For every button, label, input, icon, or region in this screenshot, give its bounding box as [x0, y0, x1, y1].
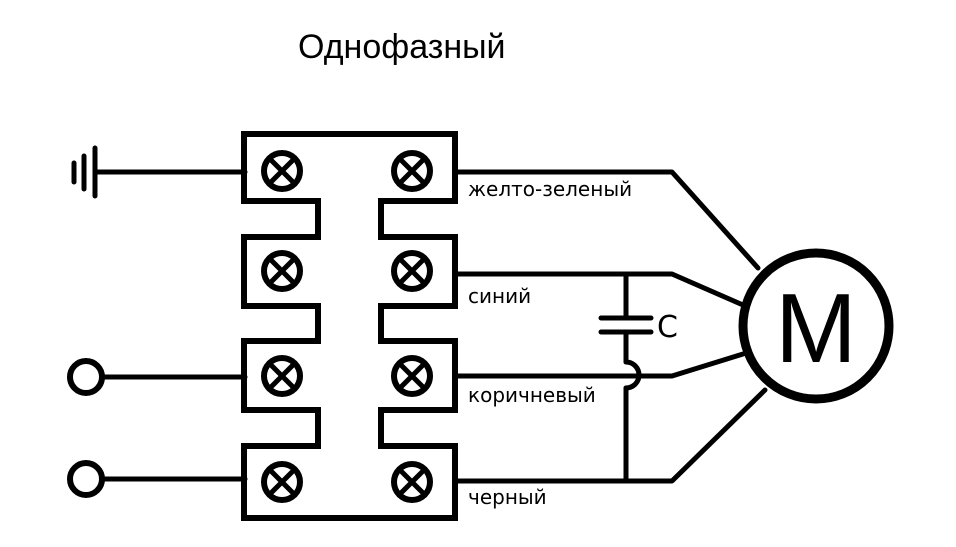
- terminal-screw-left-3: [261, 355, 303, 397]
- wire-label-black: черный: [468, 485, 547, 509]
- supply-terminal-2-icon: [67, 460, 105, 498]
- motor-label: M: [775, 273, 857, 383]
- terminal-screw-right-3: [391, 355, 433, 397]
- wire-blue: [452, 271, 746, 308]
- terminal-screw-left-4: [261, 461, 303, 503]
- wire-black: [452, 387, 768, 484]
- motor-icon: [738, 248, 894, 404]
- supply-terminal-1-icon: [67, 358, 105, 396]
- terminal-block: [241, 131, 458, 521]
- capacitor-icon: [598, 271, 654, 484]
- wire-brown: [452, 351, 746, 379]
- terminal-screw-right-4: [391, 461, 433, 503]
- wire-label-blue: синий: [468, 284, 531, 308]
- terminal-screw-right-2: [391, 250, 433, 292]
- wire-label-yellow-green: желто-зеленый: [468, 177, 632, 201]
- terminal-screw-left-1: [261, 150, 303, 192]
- diagram-title: Однофазный: [298, 28, 506, 66]
- ground-icon: [71, 145, 98, 199]
- terminal-screw-right-1: [391, 150, 433, 192]
- terminal-screw-left-2: [261, 250, 303, 292]
- capacitor-label: C: [657, 310, 678, 345]
- wire-yellow-green: [452, 169, 761, 271]
- wire-label-brown: коричневый: [468, 383, 596, 407]
